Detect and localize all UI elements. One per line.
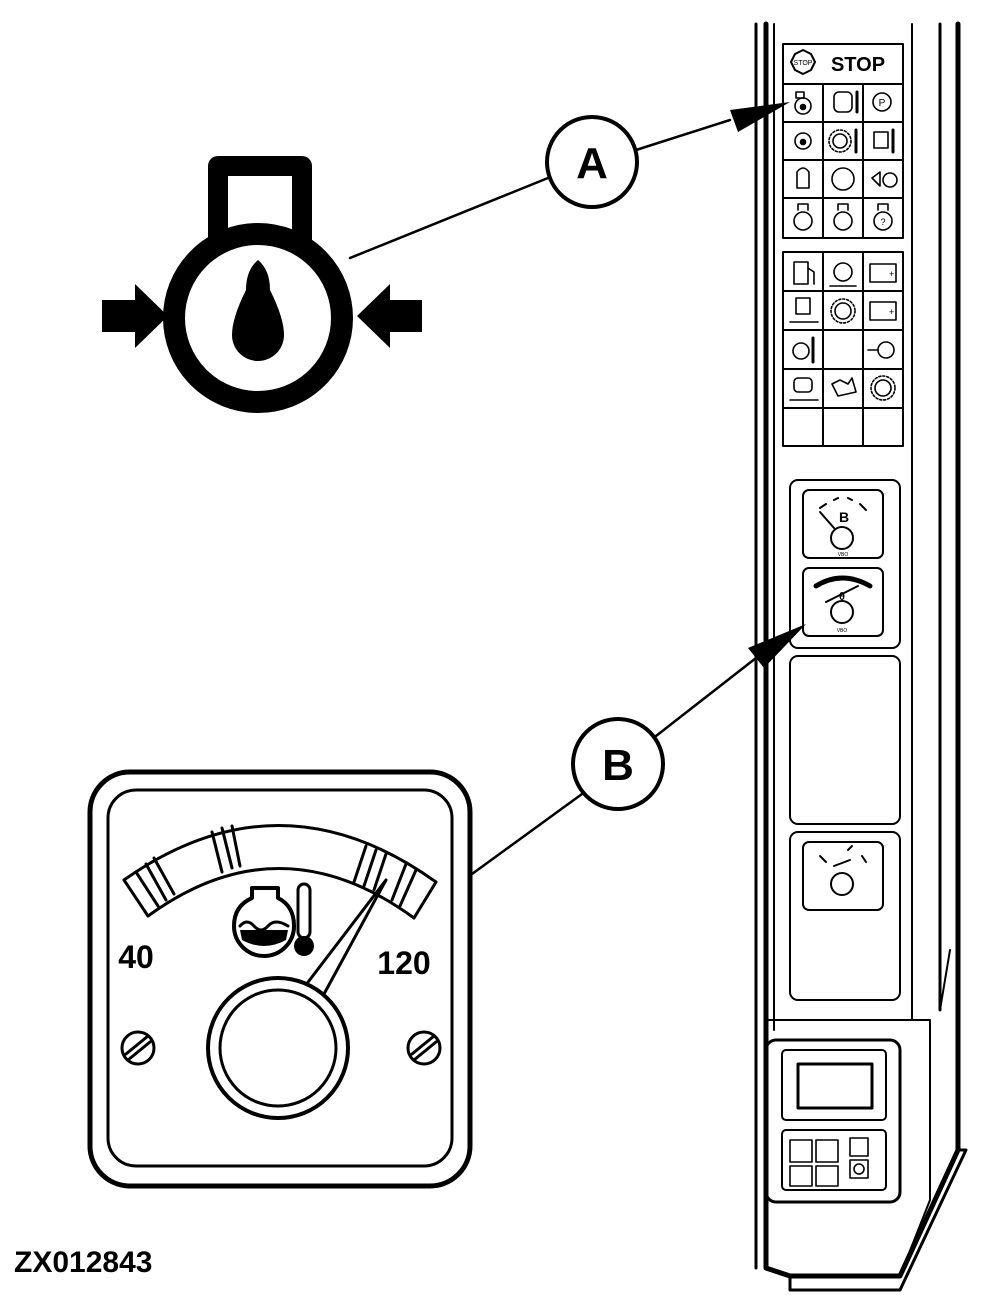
svg-text:+: +: [889, 269, 894, 279]
engine-oil-pressure-indicator: [794, 91, 812, 115]
svg-text:B: B: [839, 509, 849, 525]
warning-icons-group-1: P ?: [793, 90, 898, 231]
gauge-min-label: 40: [118, 939, 154, 975]
callout-b: B: [470, 624, 806, 876]
small-gauge-caption-2: VBO: [837, 628, 848, 634]
console-panel: STOP STOP P: [754, 21, 968, 1292]
indicator-block-2: + +: [782, 251, 904, 447]
coolant-temperature-icon: [232, 886, 296, 958]
callout-a-label: A: [576, 139, 608, 188]
stop-indicator: STOP STOP: [790, 49, 885, 76]
gauge-max-label: 120: [377, 945, 430, 981]
callout-b-label: B: [602, 741, 634, 790]
svg-text:STOP: STOP: [794, 60, 813, 67]
svg-text:θ: θ: [839, 591, 845, 603]
coolant-temperature-gauge: 40 120: [87, 769, 473, 1189]
gauge-scale: [122, 824, 438, 920]
warning-icons-group-2: + +: [789, 261, 897, 401]
figure-id-label: ZX012843: [14, 1246, 153, 1279]
thermometer-icon: [294, 882, 314, 956]
monitor-keypad-module: [764, 1038, 902, 1204]
small-gauge-caption-1: VBO: [838, 552, 849, 558]
svg-text:P: P: [879, 98, 886, 109]
svg-text:+: +: [889, 307, 894, 317]
gauge-screw-left: [120, 1030, 156, 1066]
blank-panel-module: [789, 655, 901, 825]
small-gauge-module-1: B VBO θ VBO: [789, 479, 901, 649]
svg-text:?: ?: [880, 217, 885, 227]
stop-label: STOP: [831, 54, 885, 76]
callout-a: A: [348, 102, 790, 260]
small-gauge-module-3: [789, 831, 901, 1001]
gauge-screw-right: [406, 1030, 442, 1066]
engine-oil-pressure-icon: [102, 156, 422, 413]
indicator-block-1: STOP STOP P: [782, 43, 904, 239]
